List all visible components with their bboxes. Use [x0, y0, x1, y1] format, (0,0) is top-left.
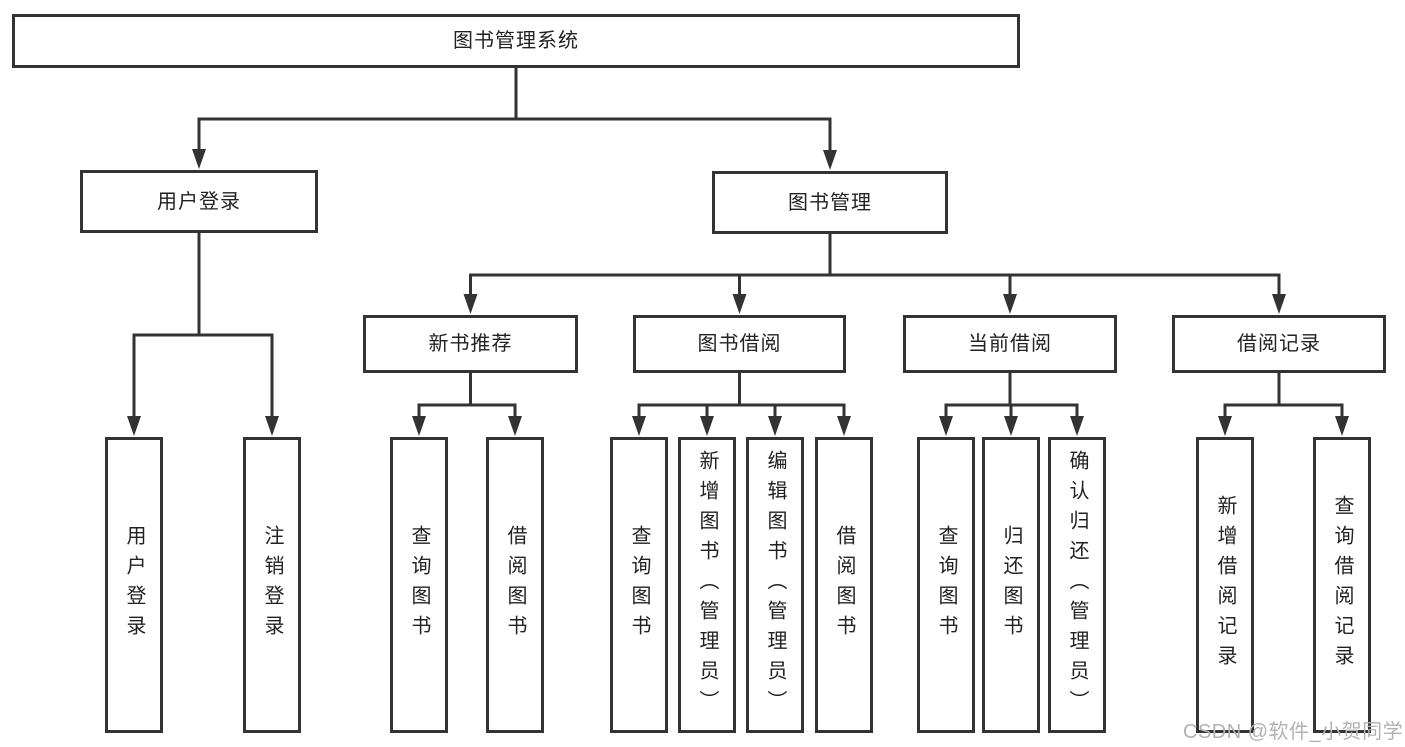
- node-label: 借阅记录: [1237, 333, 1321, 355]
- node-label: 用户登录: [123, 525, 145, 645]
- arrowhead-icon: [412, 416, 426, 436]
- node-label: 当前借阅: [968, 333, 1052, 355]
- connector-new-book-rec: [417, 371, 517, 425]
- node-leaf-confirm-return: 确认归还（管理员）: [1048, 437, 1106, 733]
- node-leaf-edit-book: 编辑图书（管理员）: [746, 437, 804, 733]
- connector-borrow-record: [1223, 371, 1344, 425]
- arrowhead-icon: [463, 294, 478, 314]
- node-label: 借阅图书: [504, 525, 526, 645]
- node-leaf-add-book: 新增图书（管理员）: [678, 437, 736, 733]
- node-label: 编辑图书（管理员）: [764, 450, 786, 720]
- connector-root: [197, 66, 832, 159]
- node-leaf-borrow-book-b: 借阅图书: [815, 437, 873, 733]
- arrowhead-icon: [1218, 416, 1232, 436]
- node-new-book-rec: 新书推荐: [363, 315, 578, 373]
- node-label: 确认归还（管理员）: [1066, 450, 1088, 720]
- node-label: 查询图书: [408, 525, 430, 645]
- node-leaf-query-book-b: 查询图书: [610, 437, 668, 733]
- arrowhead-icon: [1003, 294, 1017, 314]
- node-label: 查询图书: [628, 525, 650, 645]
- arrowhead-icon: [1272, 294, 1286, 314]
- arrowhead-icon: [700, 416, 714, 436]
- node-label: 注销登录: [261, 525, 283, 645]
- node-label: 图书借阅: [697, 333, 782, 355]
- node-leaf-return-book: 归还图书: [982, 437, 1040, 733]
- node-label: 用户登录: [157, 190, 241, 213]
- arrowhead-icon: [508, 416, 522, 436]
- node-label: 新增图书（管理员）: [696, 450, 718, 720]
- arrowhead-icon: [1004, 416, 1018, 436]
- arrowhead-icon: [127, 416, 141, 436]
- node-label: 新增借阅记录: [1214, 495, 1236, 675]
- arrowhead-icon: [265, 416, 279, 436]
- node-leaf-query-book-c: 查询图书: [917, 437, 975, 733]
- arrowhead-icon: [192, 149, 206, 169]
- arrowhead-icon: [1335, 416, 1349, 436]
- node-leaf-query-book-a: 查询图书: [390, 437, 448, 733]
- node-current-borrow: 当前借阅: [903, 315, 1117, 373]
- connector-current-borrow: [944, 371, 1079, 425]
- arrowhead-icon: [837, 416, 851, 436]
- node-leaf-logout: 注销登录: [243, 437, 301, 733]
- node-label: 查询图书: [935, 525, 957, 645]
- node-label: 归还图书: [1000, 525, 1022, 645]
- node-label: 借阅图书: [833, 525, 855, 645]
- node-leaf-borrow-book-a: 借阅图书: [486, 437, 544, 733]
- node-root: 图书管理系统: [12, 14, 1020, 68]
- node-leaf-user-login: 用户登录: [105, 437, 163, 733]
- node-leaf-add-record: 新增借阅记录: [1196, 437, 1254, 733]
- node-book-borrow: 图书借阅: [633, 315, 846, 373]
- node-label: 新书推荐: [428, 333, 513, 355]
- node-label: 查询借阅记录: [1331, 495, 1353, 675]
- watermark: CSDN @软件_小贺同学: [1183, 721, 1404, 743]
- node-user-login: 用户登录: [80, 170, 318, 233]
- node-leaf-query-record: 查询借阅记录: [1313, 437, 1371, 733]
- arrowhead-icon: [823, 150, 837, 170]
- node-book-mgmt: 图书管理: [712, 171, 948, 234]
- arrowhead-icon: [939, 416, 953, 436]
- node-label: 图书管理: [788, 191, 872, 214]
- connector-user-login: [132, 231, 274, 425]
- arrowhead-icon: [732, 294, 747, 314]
- node-label: 图书管理系统: [453, 30, 579, 52]
- connector-book-mgmt: [469, 232, 1281, 303]
- arrowhead-icon: [768, 416, 782, 436]
- node-borrow-record: 借阅记录: [1172, 315, 1386, 373]
- connector-book-borrow: [637, 371, 846, 425]
- arrowhead-icon: [632, 416, 646, 436]
- arrowhead-icon: [1070, 416, 1084, 436]
